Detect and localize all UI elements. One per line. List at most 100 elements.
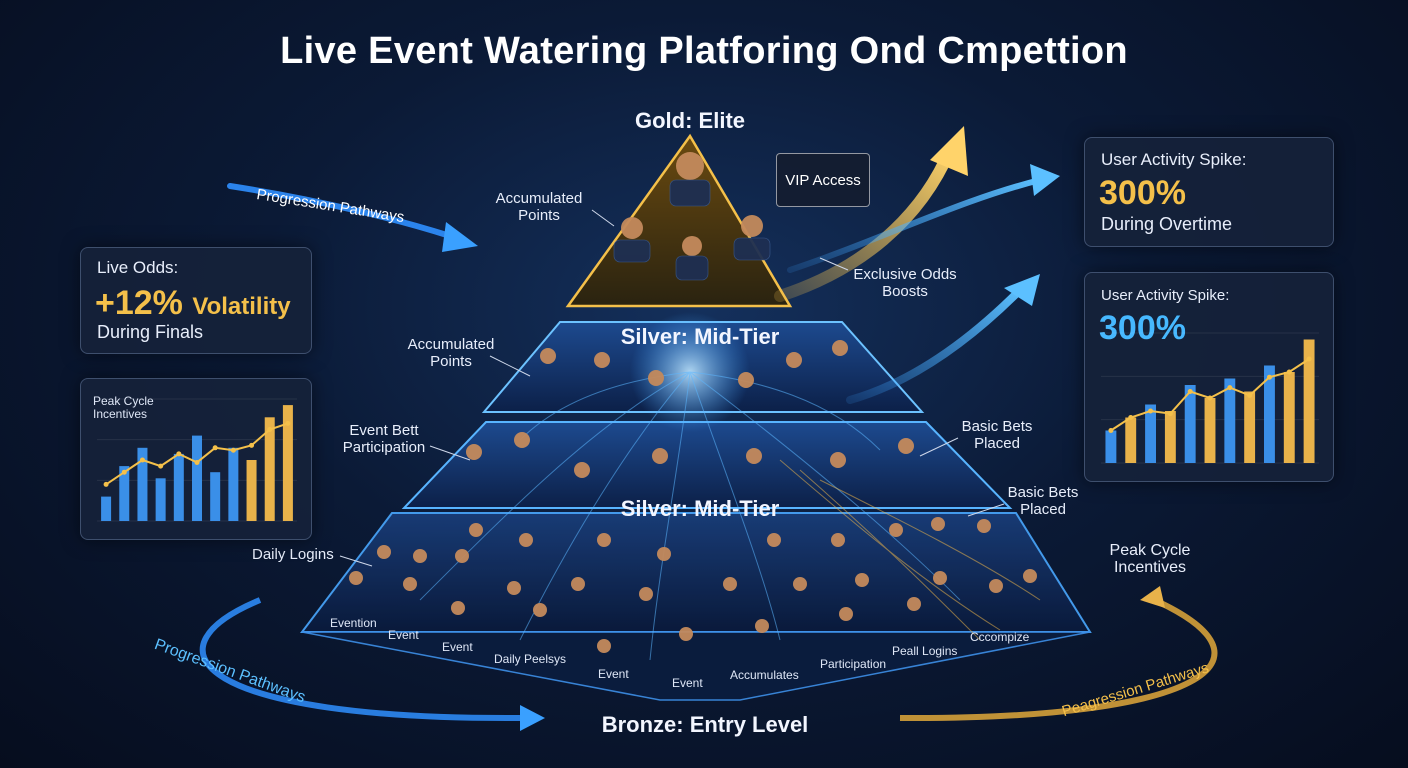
tier-title-bronze: Bronze: Entry Level [601, 712, 809, 737]
activity-spike-chart [1101, 332, 1319, 464]
network-lines [419, 371, 961, 661]
vip-access-badge: VIP Access [776, 153, 870, 207]
orbit-ring-gold [899, 595, 1218, 722]
chart-point [267, 427, 273, 432]
label-accumulated-points-top: Accumulated Points [495, 190, 583, 224]
live-odds-label: Live Odds: [97, 258, 179, 277]
bronze-label: Event [442, 640, 473, 654]
chart-bar [1204, 398, 1216, 463]
chart-point [1207, 395, 1213, 401]
live-odds-suffix: Volatility [192, 293, 291, 320]
chart-point [1187, 389, 1193, 394]
chart-bar [282, 405, 293, 521]
chart-point [1286, 369, 1292, 375]
live-odds-card: Live Odds: +12% Volatility During Finals [80, 247, 312, 354]
activity-spike-card-1: User Activity Spike: 300% During Overtim… [1084, 137, 1334, 247]
bronze-label: Evention [330, 616, 377, 630]
activity-spike-value-2: 300% [1099, 309, 1186, 347]
label-daily-logins: Daily Logins [252, 546, 334, 563]
bronze-label: Cccompize [970, 630, 1030, 644]
bronze-label: Accumulates [730, 668, 799, 682]
chart-bar [1244, 391, 1256, 463]
chart-point [1108, 428, 1114, 433]
pointer-lines [339, 209, 1005, 567]
orbit-arrowhead-blue [520, 705, 545, 731]
chart-point [103, 481, 109, 487]
tier-title-gold: Gold: Elite [635, 108, 745, 133]
chart-bar [246, 460, 257, 521]
chart-point [249, 442, 255, 448]
chart-bar [1303, 339, 1315, 463]
label-event-bett: Event Bett Participation [342, 422, 426, 456]
chart-bar [210, 472, 221, 521]
chart-bar [1184, 385, 1196, 463]
blue-arrow-upper-head [1030, 164, 1060, 196]
chart-point [194, 459, 200, 465]
blue-arrow-upper [787, 177, 1043, 273]
chart-point [285, 420, 291, 426]
tier-title-silver-lower: Silver: Mid-Tier [620, 496, 780, 521]
orbit-ring-blue [199, 597, 521, 722]
chart-bar [101, 496, 112, 521]
activity-spike-label-2: User Activity Spike: [1101, 287, 1230, 304]
chart-point [1227, 385, 1233, 391]
chart-point [230, 447, 236, 453]
chart-point [139, 457, 145, 463]
chart-point [1306, 356, 1312, 362]
chart-point [121, 469, 127, 475]
chart-bar [1105, 430, 1117, 463]
chart-point [1247, 392, 1253, 398]
chart-bar [1125, 417, 1137, 463]
bronze-tier-shape [299, 512, 1092, 633]
avatar-crowd [349, 152, 1037, 653]
label-basic-bets-lower: Basic Bets Placed [1007, 484, 1079, 518]
chart-point [1266, 374, 1272, 380]
orbit-arrowhead-gold [1140, 586, 1165, 608]
chart-bar [192, 435, 202, 521]
activity-spike-card-2: User Activity Spike: 300% [1084, 272, 1334, 482]
chart-point [1148, 408, 1154, 414]
label-peak-cycle-right: Peak Cycle Incentives [1109, 542, 1191, 576]
chart-bar [1283, 372, 1295, 463]
bronze-label: Daily Peelsys [494, 652, 567, 666]
chart-point [158, 463, 164, 469]
chart-bar [1264, 365, 1275, 463]
peak-cycle-card: Peak Cycle Incentives [80, 378, 312, 540]
chart-point [1128, 415, 1134, 420]
activity-spike-value-1: 300% [1099, 174, 1186, 212]
network-lines-gold [779, 459, 1041, 641]
silver-lower-shape [401, 421, 1013, 509]
live-odds-sub: During Finals [97, 322, 204, 342]
chart-bar [1145, 404, 1156, 463]
page-title: Live Event Watering Platforing Ond Cmpet… [280, 30, 1128, 72]
bronze-tier-front [301, 631, 1091, 701]
gold-growth-arrow [774, 144, 956, 302]
chart-bar [228, 447, 239, 521]
label-accumulated-points-mid: Accumulated Points [407, 336, 495, 370]
label-basic-bets-upper: Basic Bets Placed [961, 418, 1033, 452]
chart-point [176, 451, 182, 457]
tier-title-silver-upper: Silver: Mid-Tier [620, 324, 780, 349]
chart-bar [1224, 378, 1236, 463]
bronze-label: Peall Logins [892, 644, 958, 658]
blue-arrow-mid-head [1004, 274, 1040, 306]
chart-point [212, 445, 218, 451]
chart-point [1167, 411, 1173, 417]
chart-bar [137, 447, 148, 521]
activity-spike-sub-1: During Overtime [1101, 214, 1233, 234]
pathway-arrow-top-left-head [442, 222, 478, 252]
chart-bar [119, 466, 130, 521]
activity-spike-label-1: User Activity Spike: [1101, 150, 1247, 169]
chart-bar [155, 478, 166, 521]
bronze-label: Participation [820, 657, 887, 671]
live-odds-value: +12% Volatility [95, 284, 291, 323]
live-odds-percent: +12% [95, 284, 183, 322]
blue-arrow-mid [846, 286, 1024, 404]
peak-cycle-chart [97, 398, 297, 522]
bronze-label: Event [388, 628, 419, 642]
chart-bar [1164, 411, 1176, 463]
chart-bar [173, 453, 184, 521]
peak-cycle-card-title: Peak Cycle Incentives [93, 394, 154, 421]
